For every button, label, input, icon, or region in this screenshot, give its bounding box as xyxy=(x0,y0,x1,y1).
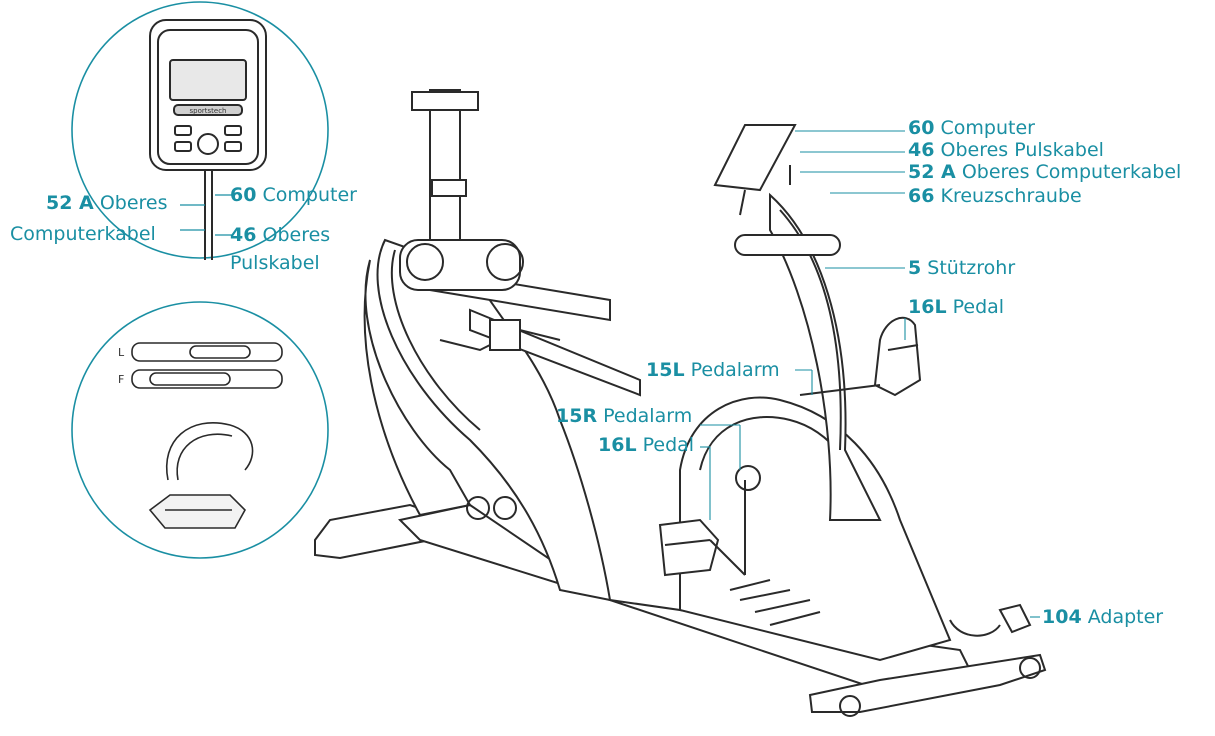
bike-frame xyxy=(314,89,1047,717)
callout-5-stuetzrohr: 5 Stützrohr xyxy=(908,257,1015,279)
callout-15l-num: 15L xyxy=(646,359,685,381)
callout-46-inset-text2: Pulskabel xyxy=(230,252,320,274)
callout-52a-inset: 52 A Oberes xyxy=(46,192,168,214)
callout-46-pulskabel: 46 Oberes Pulskabel xyxy=(908,139,1104,161)
callout-52a-computerkabel: 52 A Oberes Computerkabel xyxy=(908,161,1181,183)
callout-52a-inset-num: 52 A xyxy=(46,192,94,214)
callout-66-text: Kreuzschraube xyxy=(940,185,1082,207)
callout-15l-text: Pedalarm xyxy=(690,359,780,381)
callout-60-inset: 60 Computer xyxy=(230,184,357,206)
brand-text: sportstech xyxy=(190,107,227,115)
leader-lines xyxy=(700,130,1040,618)
callout-46-text: Oberes Pulskabel xyxy=(940,139,1104,161)
callout-104-num: 104 xyxy=(1042,606,1082,628)
callout-60-computer: 60 Computer xyxy=(908,117,1035,139)
callout-16l-pedal-left: 16L Pedal xyxy=(598,434,694,456)
callout-5-text: Stützrohr xyxy=(927,257,1016,279)
callout-15l-pedalarm: 15L Pedalarm xyxy=(646,359,780,381)
callout-60-num: 60 xyxy=(908,117,935,139)
callout-46-inset: 46 Oberes xyxy=(230,224,330,246)
callout-66-kreuzschraube: 66 Kreuzschraube xyxy=(908,185,1082,207)
callout-52a-num: 52 A xyxy=(908,161,956,183)
strap-inset: L F xyxy=(71,301,329,559)
callout-46-num: 46 xyxy=(908,139,935,161)
callout-104-adapter: 104 Adapter xyxy=(1042,606,1163,628)
callout-66-num: 66 xyxy=(908,185,935,207)
strap-letter-f: F xyxy=(118,373,124,386)
callout-5-num: 5 xyxy=(908,257,922,279)
callout-46-inset-line2: Pulskabel xyxy=(230,252,320,274)
callout-46-inset-num: 46 xyxy=(230,224,257,246)
callout-60-inset-num: 60 xyxy=(230,184,257,206)
callout-104-text: Adapter xyxy=(1087,606,1164,628)
callout-16l-text: Pedal xyxy=(952,296,1005,318)
callout-60-inset-text: Computer xyxy=(262,184,357,206)
strap-letter-l: L xyxy=(118,346,125,359)
callout-15r-pedalarm: 15R Pedalarm xyxy=(556,405,692,427)
callout-52a-inset-text: Oberes xyxy=(99,192,168,214)
callout-15r-text: Pedalarm xyxy=(603,405,693,427)
callout-16l-left-text: Pedal xyxy=(642,434,695,456)
callout-60-text: Computer xyxy=(940,117,1035,139)
callout-46-inset-text: Oberes xyxy=(262,224,331,246)
callout-15r-num: 15R xyxy=(556,405,598,427)
callout-16l-left-num: 16L xyxy=(598,434,637,456)
callout-52a-text: Oberes Computerkabel xyxy=(961,161,1182,183)
callout-52a-inset-text2: Computerkabel xyxy=(10,223,156,245)
callout-16l-pedal-right: 16L Pedal xyxy=(908,296,1004,318)
callout-52a-inset-line2: Computerkabel xyxy=(10,223,156,245)
computer-inset: sportstech xyxy=(71,1,329,260)
callout-16l-num: 16L xyxy=(908,296,947,318)
